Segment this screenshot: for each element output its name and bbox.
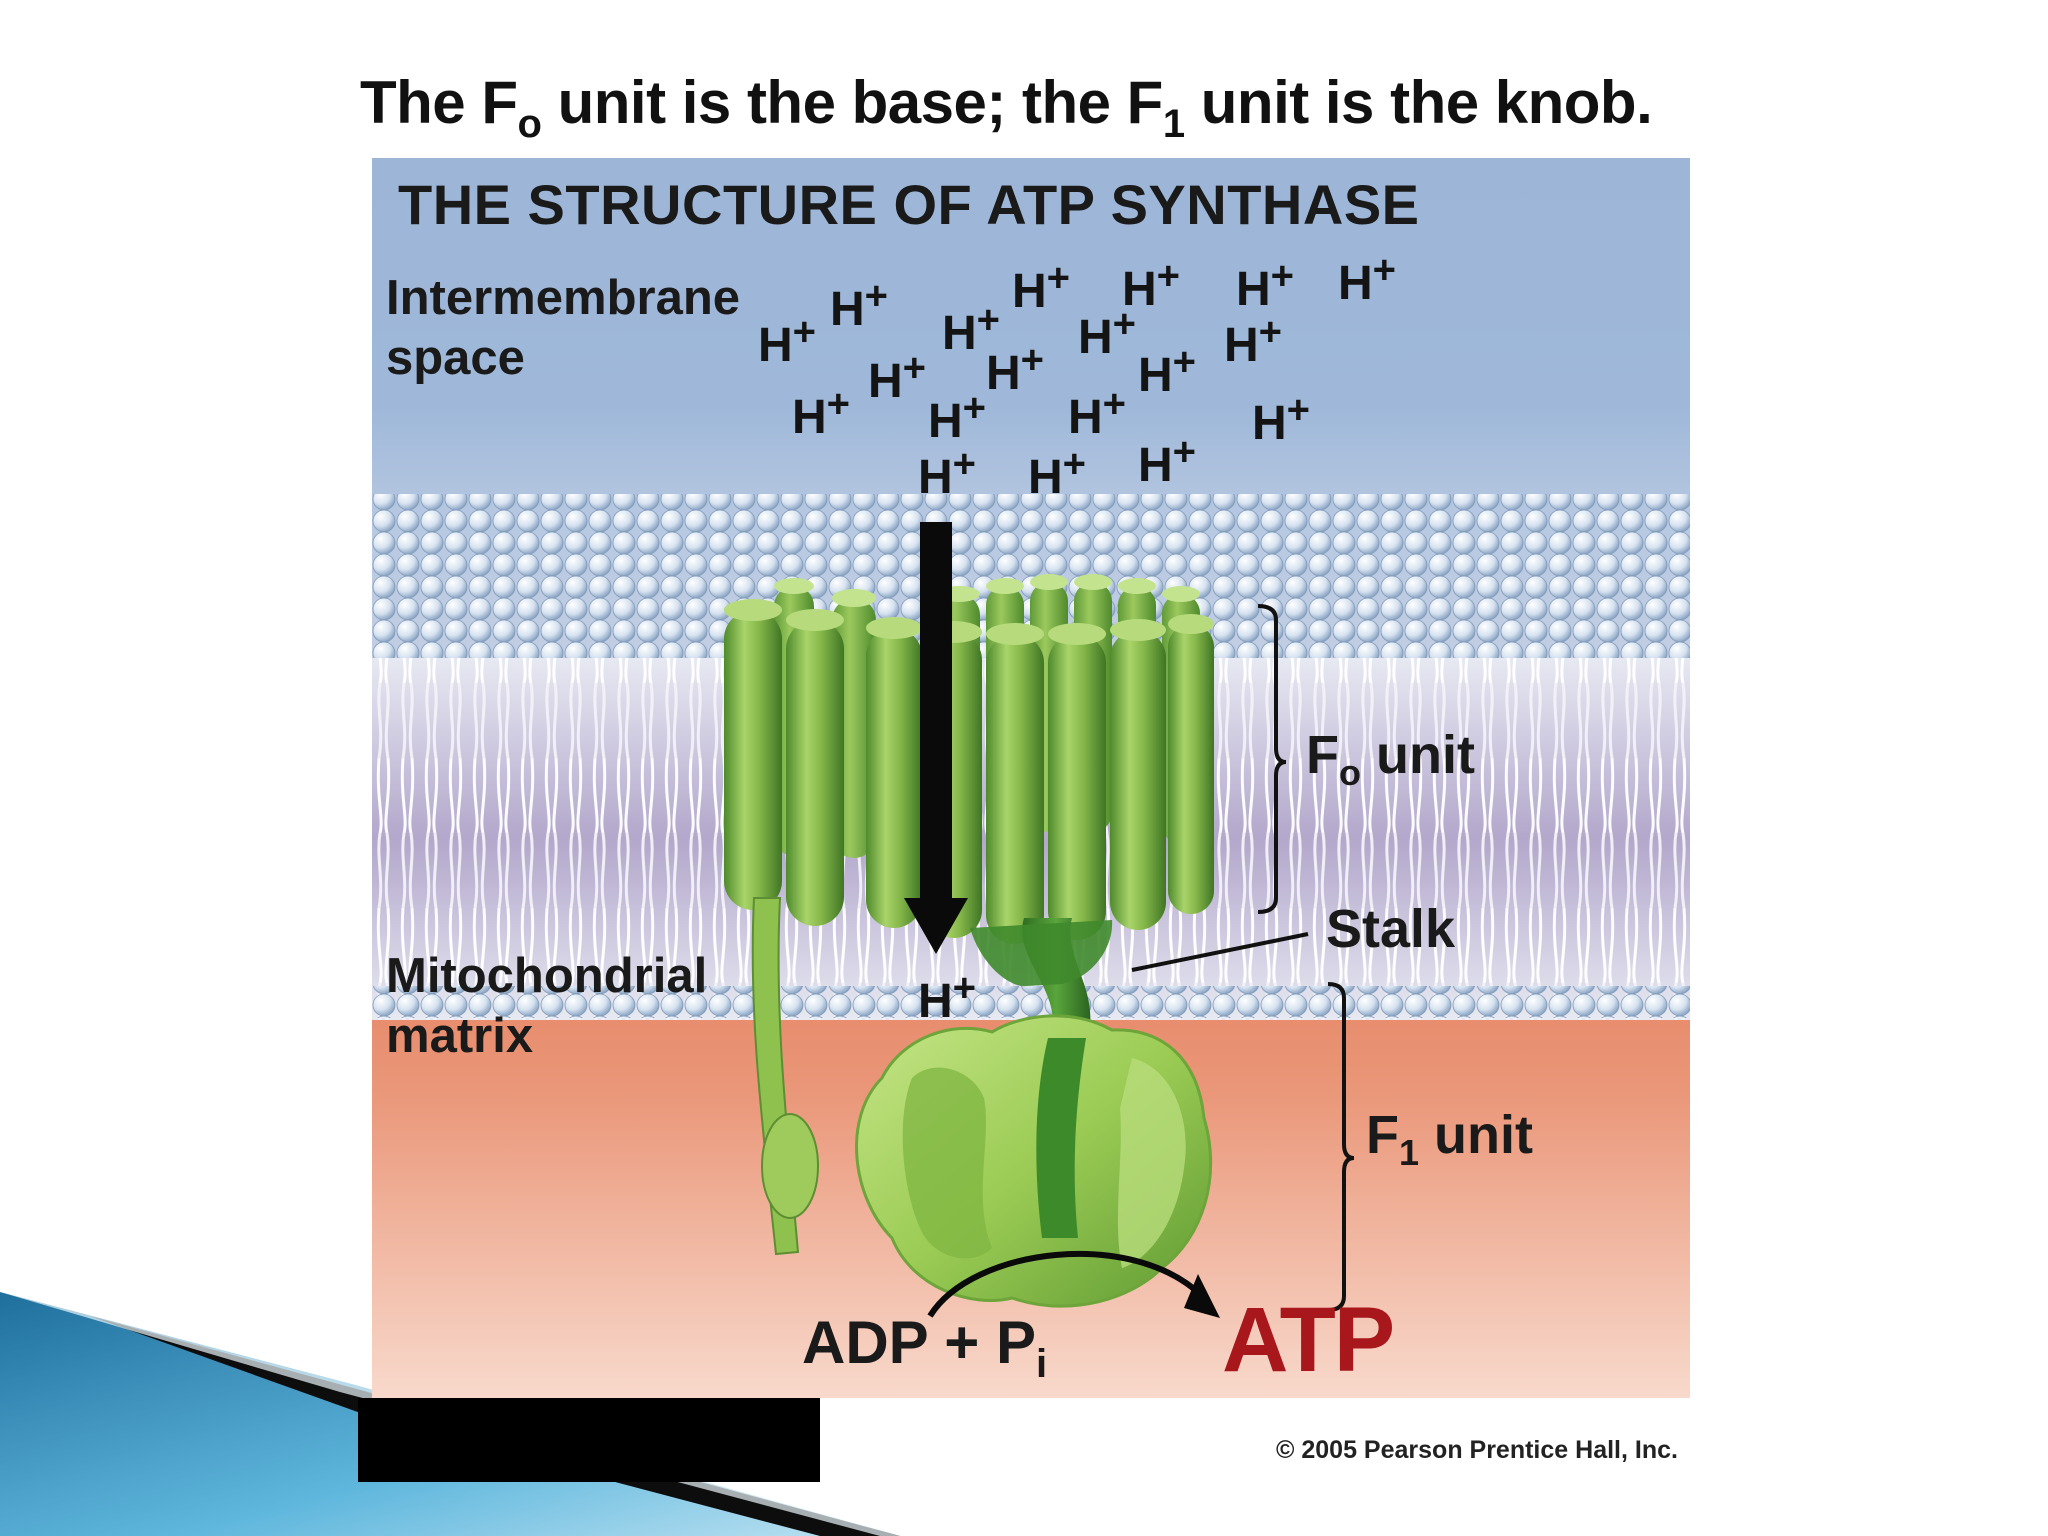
f1-unit-label: F1 unit <box>1366 1105 1533 1173</box>
reaction-arrow <box>927 1250 1220 1318</box>
peripheral-stalk-graphic <box>751 897 819 1256</box>
atp-synthase-figure: THE STRUCTURE OF ATP SYNTHASE Intermembr… <box>372 158 1690 1398</box>
proton-label: H+ <box>918 442 977 504</box>
mitochondrial-matrix-label: Mitochondrial matrix <box>386 949 708 1063</box>
proton-label: H+ <box>918 966 977 1028</box>
proton-label: H+ <box>1122 254 1181 316</box>
proton-label: H+ <box>1028 442 1087 504</box>
redaction-box <box>358 1398 820 1482</box>
proton-flow-arrow <box>904 522 968 954</box>
figure-heading: THE STRUCTURE OF ATP SYNTHASE <box>398 173 1420 236</box>
f1-unit-graphic <box>855 1014 1213 1308</box>
proton-label: H+ <box>1224 310 1283 372</box>
fo-unit-graphic <box>724 574 1214 944</box>
proton-label: H+ <box>986 338 1045 400</box>
stalk-pointer-line <box>1131 932 1309 972</box>
slide-title: The Fo unit is the base; the F1 unit is … <box>360 69 1653 146</box>
intermembrane-space-label: Intermembrane space <box>386 271 741 385</box>
proton-label: H+ <box>1012 256 1071 318</box>
atp-product-label: ATP <box>1222 1289 1395 1391</box>
proton-label: H+ <box>928 386 987 448</box>
figure-artwork <box>372 158 1690 1398</box>
fo-bracket <box>1257 604 1287 914</box>
proton-label: H+ <box>1338 248 1397 310</box>
proton-label: H+ <box>830 274 889 336</box>
proton-label: H+ <box>758 310 817 372</box>
proton-label: H+ <box>1138 340 1197 402</box>
reactants-label: ADP + Pi <box>802 1309 1048 1386</box>
fo-unit-label: Fo unit <box>1306 725 1475 793</box>
proton-label: H+ <box>1068 382 1127 444</box>
proton-label: H+ <box>868 346 927 408</box>
proton-label: H+ <box>1236 254 1295 316</box>
proton-label: H+ <box>942 298 1001 360</box>
f1-bracket <box>1327 982 1355 1312</box>
proton-label: H+ <box>1078 302 1137 364</box>
proton-label: H+ <box>1252 388 1311 450</box>
copyright-credit: © 2005 Pearson Prentice Hall, Inc. <box>1276 1436 1678 1464</box>
proton-label: H+ <box>1138 430 1197 492</box>
proton-label: H+ <box>792 382 851 444</box>
stalk-label: Stalk <box>1326 899 1456 959</box>
